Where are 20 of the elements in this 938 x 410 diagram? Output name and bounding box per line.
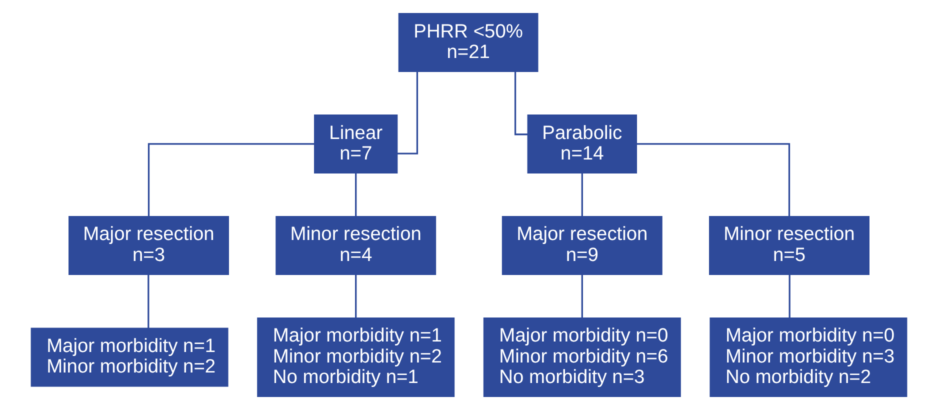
node-box: Major resection n=9 xyxy=(502,216,662,275)
node-box: PHRR <50% n=21 xyxy=(398,13,538,72)
connector xyxy=(397,72,418,154)
node-box: Major morbidity n=1 Minor morbidity n=2 xyxy=(30,328,228,387)
node-box: Major resection n=3 xyxy=(68,216,229,275)
node-box: Major morbidity n=1 Minor morbidity n=2 No morbidity n=1 xyxy=(257,317,455,397)
node-box: Minor resection n=4 xyxy=(276,216,436,275)
connector xyxy=(148,143,314,217)
connector xyxy=(148,274,150,328)
node-box: Major morbidity n=0 Minor morbidity n=6 No morbidity n=3 xyxy=(483,317,681,397)
connector xyxy=(355,274,357,318)
node-box: Minor resection n=5 xyxy=(709,216,870,275)
connector xyxy=(788,274,790,318)
connector xyxy=(581,172,583,217)
node-box: Major morbidity n=0 Minor morbidity n=3 No morbidity n=2 xyxy=(710,317,908,397)
connector xyxy=(355,172,357,217)
connector xyxy=(636,143,790,217)
node-box: Parabolic n=14 xyxy=(527,114,637,174)
node-box: Linear n=7 xyxy=(314,114,398,174)
connector xyxy=(581,274,583,318)
